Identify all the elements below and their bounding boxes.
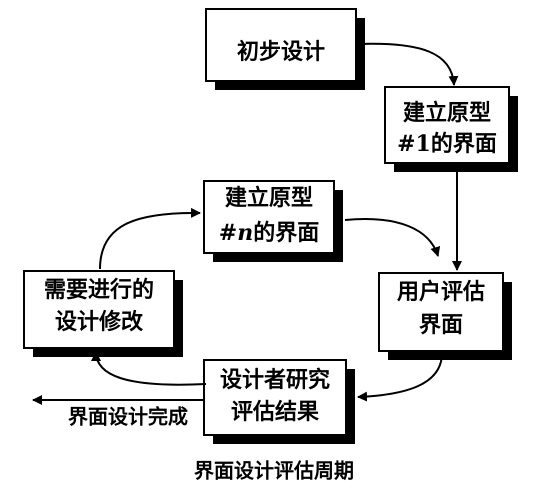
node-prototype-n: 建立原型 #n的界面 bbox=[203, 180, 343, 262]
arrow-prototype-n-to-user-eval bbox=[344, 218, 441, 257]
node-designer-study-line1: 设计者研究 bbox=[220, 367, 330, 393]
node-revise-line2: 设计修改 bbox=[55, 309, 144, 335]
node-prototype-1: 建立原型 #1的界面 bbox=[384, 86, 518, 172]
arrow-revise-to-prototype-n bbox=[99, 207, 201, 270]
node-prototype-n-line2: #n的界面 bbox=[219, 220, 319, 246]
node-prototype-n-line1: 建立原型 bbox=[225, 185, 313, 211]
node-user-eval-line2: 界面 bbox=[419, 312, 463, 338]
arrow-initial-to-prototype-1 bbox=[357, 42, 459, 86]
diagram-caption: 界面设计评估周期 bbox=[194, 459, 354, 483]
node-designer-study-line2: 评估结果 bbox=[231, 399, 319, 425]
exit-label: 界面设计完成 bbox=[68, 405, 188, 429]
node-user-eval-line1: 用户评估 bbox=[397, 279, 485, 305]
arrow-user-eval-to-designer-study bbox=[357, 352, 443, 402]
node-revise-line1: 需要进行的 bbox=[44, 277, 154, 303]
node-initial-design: 初步设计 bbox=[205, 8, 365, 90]
node-initial-design-label: 初步设计 bbox=[237, 39, 325, 65]
node-designer-study: 设计者研究 评估结果 bbox=[203, 359, 355, 444]
node-prototype-1-line2: #1的界面 bbox=[397, 131, 497, 157]
arrow-designer-study-to-revise bbox=[91, 351, 207, 386]
node-prototype-1-line1: 建立原型 bbox=[403, 100, 491, 126]
node-revise: 需要进行的 设计修改 bbox=[23, 270, 183, 357]
node-user-eval: 用户评估 界面 bbox=[378, 272, 512, 360]
